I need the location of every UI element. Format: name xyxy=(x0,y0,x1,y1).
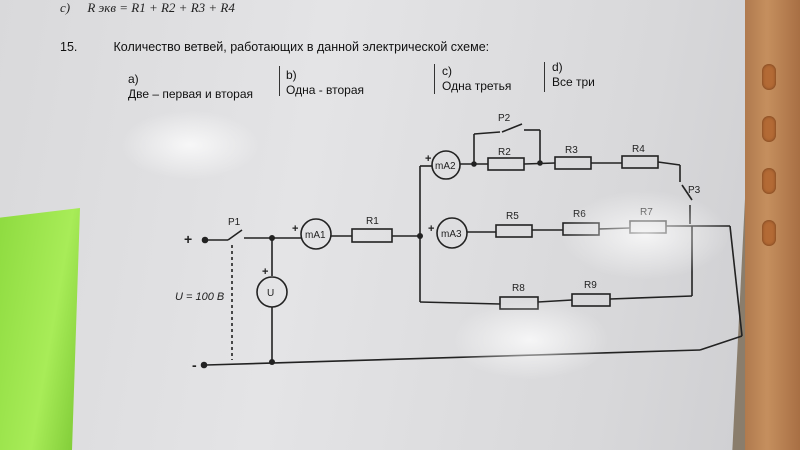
option-text: Две – первая и вторая xyxy=(128,87,254,101)
question-number: 15. xyxy=(60,40,78,54)
voltmeter-label: U xyxy=(267,288,274,299)
option-letter: b) xyxy=(286,68,297,82)
binder-hole xyxy=(762,116,776,142)
svg-text:+: + xyxy=(262,266,268,278)
minus-terminal-label: - xyxy=(192,357,197,373)
binder-hole xyxy=(762,220,776,246)
option-letter: a) xyxy=(128,72,139,86)
resistor-r5-label: R5 xyxy=(506,211,519,222)
previous-option-label: c) xyxy=(60,0,71,15)
option-c[interactable]: c) Одна третья xyxy=(442,64,511,94)
previous-answer-line: c) R экв = R1 + R2 + R3 + R4 xyxy=(60,0,235,16)
ammeter-ma1-label: mA1 xyxy=(305,230,326,241)
switch-p2-label: P2 xyxy=(498,113,511,124)
svg-text:+: + xyxy=(425,153,431,165)
resistor-r3-label: R3 xyxy=(565,145,578,156)
option-text: Одна третья xyxy=(442,79,512,93)
ammeter-ma3-label: mA3 xyxy=(441,229,462,240)
ammeter-ma2-label: mA2 xyxy=(435,161,456,172)
question-15: 15. Количество ветвей, работающих в данн… xyxy=(60,40,489,54)
resistor-r1-label: R1 xyxy=(366,216,379,227)
switch-p3-label: P3 xyxy=(688,185,701,196)
option-letter: c) xyxy=(442,64,452,78)
option-divider xyxy=(279,66,280,96)
option-a[interactable]: a) Две – первая и вторая xyxy=(128,72,253,102)
resistor-r6-label: R6 xyxy=(573,209,586,220)
resistor-r8-label: R8 xyxy=(512,283,525,294)
svg-text:+: + xyxy=(292,223,298,235)
question-text: Количество ветвей, работающих в данной э… xyxy=(113,40,490,54)
svg-text:+: + xyxy=(428,223,434,235)
previous-formula: R экв = R1 + R2 + R3 + R4 xyxy=(87,0,235,15)
option-letter: d) xyxy=(552,60,563,74)
green-folder xyxy=(0,208,80,450)
resistor-r9-label: R9 xyxy=(584,280,597,291)
option-text: Одна - вторая xyxy=(286,83,365,97)
binder-hole xyxy=(762,168,776,194)
switch-p1-label: P1 xyxy=(228,217,241,228)
plus-terminal-label: + xyxy=(184,231,192,247)
resistor-r7-label: R7 xyxy=(640,207,653,218)
resistor-r2-label: R2 xyxy=(498,147,511,158)
option-b[interactable]: b) Одна - вторая xyxy=(286,68,364,98)
resistor-r4-label: R4 xyxy=(632,144,645,155)
option-text: Все три xyxy=(552,75,595,89)
option-d[interactable]: d) Все три xyxy=(552,60,595,90)
source-voltage-label: U = 100 В xyxy=(175,291,224,303)
option-divider xyxy=(544,62,545,92)
option-divider xyxy=(434,64,435,94)
binder-hole xyxy=(762,64,776,90)
